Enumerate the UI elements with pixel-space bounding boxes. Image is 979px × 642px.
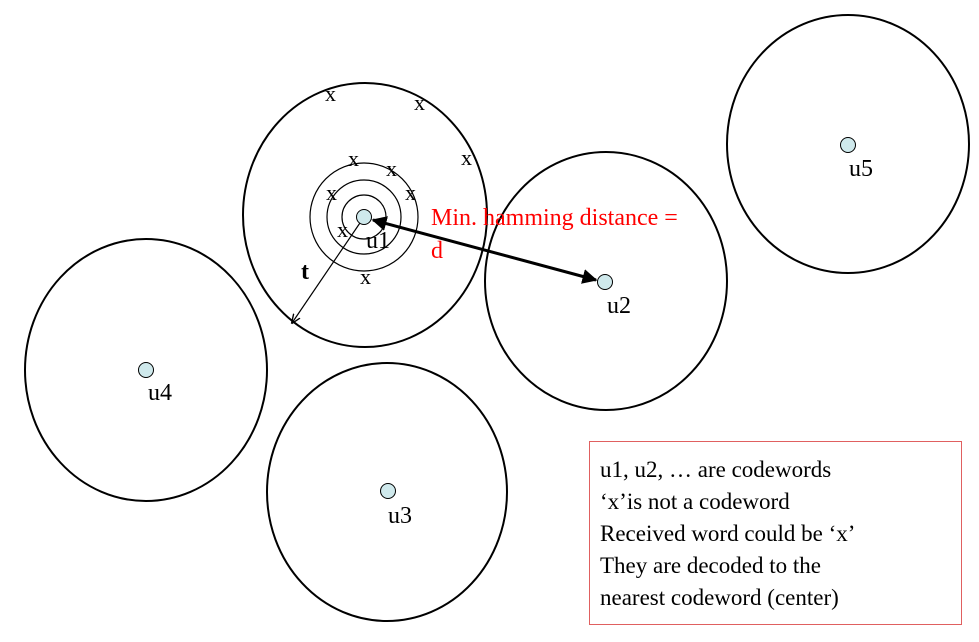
non-codeword-x: x (348, 146, 359, 171)
min-distance-label-line2: d (431, 238, 443, 264)
codeword-dot-u2 (597, 274, 613, 290)
non-codeword-x: x (386, 156, 397, 181)
codeword-label-u1: u1 (366, 228, 390, 254)
legend-line: ‘x’is not a codeword (600, 489, 790, 514)
codeword-dot-u4 (138, 362, 154, 378)
radius-arrow (292, 216, 365, 323)
non-codeword-x: x (414, 90, 425, 115)
codeword-label-u5: u5 (849, 156, 873, 182)
min-distance-label-line1: Min. hamming distance = (431, 205, 678, 231)
non-codeword-x: x (405, 180, 416, 205)
non-codeword-x: x (325, 81, 336, 106)
min-distance-arrow (371, 216, 598, 284)
decoding-sphere-u1 (242, 82, 488, 348)
decoding-sphere-u4 (24, 238, 268, 502)
codeword-label-u4: u4 (148, 380, 172, 406)
codeword-label-u3: u3 (388, 503, 412, 529)
decoding-sphere-u5 (726, 14, 970, 274)
legend-line: nearest codeword (center) (600, 585, 839, 610)
codeword-label-u2: u2 (607, 293, 631, 319)
legend-line: Received word could be ‘x’ (600, 521, 856, 546)
decoding-sphere-u3 (266, 362, 508, 622)
legend-line: They are decoded to the (600, 553, 821, 578)
legend-line: u1, u2, … are codewords (600, 457, 832, 482)
codeword-dot-u1 (356, 209, 372, 225)
non-codeword-x: x (461, 145, 472, 170)
non-codeword-x: x (360, 264, 371, 289)
codeword-dot-u3 (380, 483, 396, 499)
non-codeword-x: x (337, 217, 348, 242)
non-codeword-x: x (326, 180, 337, 205)
radius-label: t (301, 259, 309, 285)
legend-box: u1, u2, … are codewords ‘x’is not a code… (589, 441, 962, 625)
codeword-dot-u5 (840, 137, 856, 153)
